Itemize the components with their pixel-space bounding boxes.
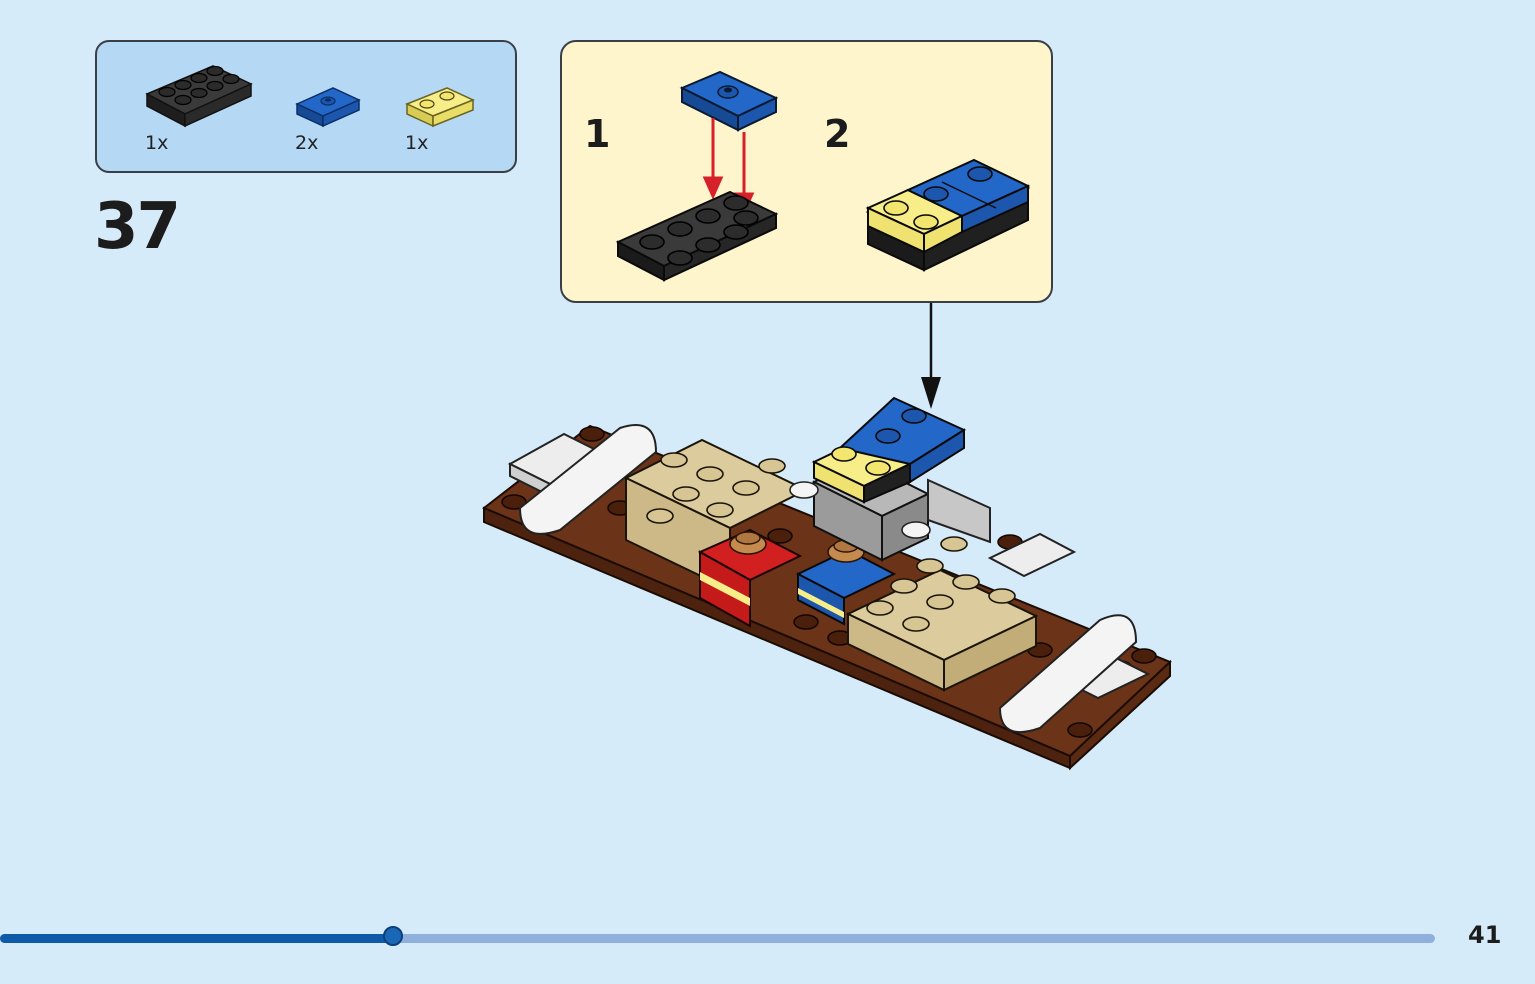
model-assembly-illustration	[482, 396, 1172, 771]
part-quantity-black: 1x	[145, 132, 169, 154]
progress-fill	[0, 934, 393, 943]
progress-track	[0, 934, 1435, 943]
sub-step-label-2: 2	[824, 112, 851, 156]
sub-step-label-1: 1	[584, 112, 611, 156]
blue-jumper-plate-icon	[295, 87, 361, 128]
sub-step-2-illustration	[865, 158, 1031, 272]
parts-list-box: 1x 2x 1x	[95, 40, 517, 173]
part-quantity-blue: 2x	[295, 132, 319, 154]
placement-arrow	[921, 303, 941, 409]
page-number: 41	[1468, 921, 1502, 949]
progress-bar	[0, 926, 1440, 950]
part-quantity-yellow: 1x	[405, 132, 429, 154]
step-number: 37	[94, 190, 181, 264]
black-plate-2x4-icon	[145, 65, 253, 128]
yellow-plate-1x2-icon	[405, 87, 475, 128]
red-placement-arrows	[702, 118, 755, 216]
sub-step-1-illustration	[615, 70, 779, 282]
progress-knob	[383, 926, 403, 946]
sub-assembly-callout: 1 2	[560, 40, 1053, 303]
